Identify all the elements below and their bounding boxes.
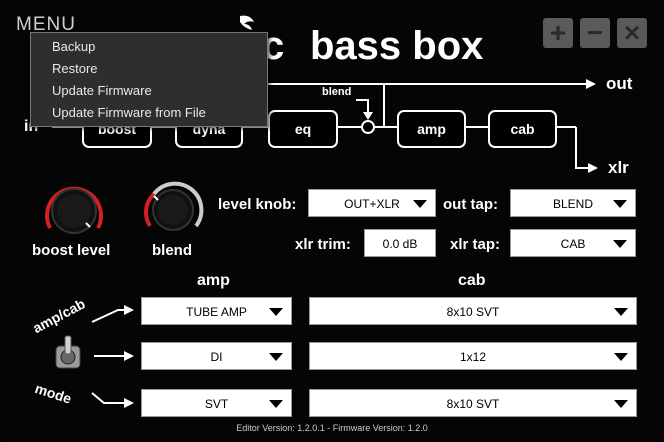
amp-block[interactable]: amp — [397, 110, 466, 148]
menu-item-restore[interactable]: Restore — [52, 61, 98, 76]
xlr-tap-value: CAB — [560, 237, 586, 251]
xlr-trim-field[interactable]: 0.0 dB — [364, 229, 436, 257]
chevron-down-icon — [269, 353, 283, 361]
cab-select-3-value: 8x10 SVT — [446, 397, 500, 411]
cab-select-3[interactable]: 8x10 SVT — [309, 389, 637, 417]
chevron-down-icon — [614, 308, 628, 316]
blend-label: blend — [152, 242, 192, 259]
plus-icon: + — [549, 17, 567, 48]
xlr-trim-value: 0.0 dB — [382, 237, 418, 251]
amp-select-3[interactable]: SVT — [141, 389, 292, 417]
close-icon: × — [623, 17, 641, 48]
amp-select-1[interactable]: TUBE AMP — [141, 297, 292, 325]
chevron-down-icon — [614, 353, 628, 361]
out-tap-value: BLEND — [552, 197, 593, 211]
amp-select-1-value: TUBE AMP — [186, 305, 247, 319]
level-knob-label: level knob: — [218, 196, 297, 213]
out-tap-label: out tap: — [443, 196, 498, 213]
xlr-tap-label: xlr tap: — [450, 236, 501, 253]
menu-dropdown: Backup Restore Update Firmware Update Fi… — [30, 32, 268, 127]
amp-column-heading: amp — [197, 272, 230, 289]
eq-block[interactable]: eq — [268, 110, 338, 148]
chevron-down-icon — [413, 200, 427, 208]
menu-item-backup[interactable]: Backup — [52, 39, 96, 54]
menu-item-update-firmware-from-file[interactable]: Update Firmware from File — [52, 105, 206, 120]
xlr-label: xlr — [608, 158, 629, 177]
amp-select-2[interactable]: DI — [141, 342, 292, 370]
amp-select-2-value: DI — [210, 350, 223, 364]
xlr-trim-label: xlr trim: — [295, 236, 351, 253]
chevron-down-icon — [269, 308, 283, 316]
boost-level-knob[interactable] — [38, 178, 110, 240]
level-knob-select[interactable]: OUT+XLR — [308, 189, 436, 217]
chevron-down-icon — [613, 200, 627, 208]
add-button[interactable]: + — [543, 18, 573, 48]
blend-tap-label: blend — [322, 86, 352, 98]
boost-level-label: boost level — [32, 242, 111, 259]
blend-knob[interactable] — [140, 178, 206, 240]
cab-select-1[interactable]: 8x10 SVT — [309, 297, 637, 325]
minus-icon: − — [586, 17, 604, 48]
cab-select-2[interactable]: 1x12 — [309, 342, 637, 370]
cab-select-2-value: 1x12 — [459, 350, 487, 364]
minimize-button[interactable]: − — [580, 18, 610, 48]
chevron-down-icon — [269, 400, 283, 408]
out-tap-select[interactable]: BLEND — [510, 189, 636, 217]
menu-item-update-firmware[interactable]: Update Firmware — [52, 83, 152, 98]
close-button[interactable]: × — [617, 18, 647, 48]
mode-toggle-switch[interactable] — [52, 334, 84, 380]
menu-button[interactable]: MENU — [16, 14, 76, 35]
cab-column-heading: cab — [458, 272, 486, 289]
version-footer: Editor Version: 1.2.0.1 - Firmware Versi… — [236, 423, 428, 433]
out-label: out — [606, 74, 633, 93]
xlr-tap-select[interactable]: CAB — [510, 229, 636, 257]
cab-block[interactable]: cab — [488, 110, 557, 148]
level-knob-value: OUT+XLR — [344, 197, 400, 211]
chevron-down-icon — [613, 240, 627, 248]
chevron-down-icon — [614, 400, 628, 408]
amp-select-3-value: SVT — [204, 397, 229, 411]
brand-name: bass box — [310, 24, 484, 68]
cab-select-1-value: 8x10 SVT — [446, 305, 500, 319]
logo-icon — [240, 15, 254, 30]
